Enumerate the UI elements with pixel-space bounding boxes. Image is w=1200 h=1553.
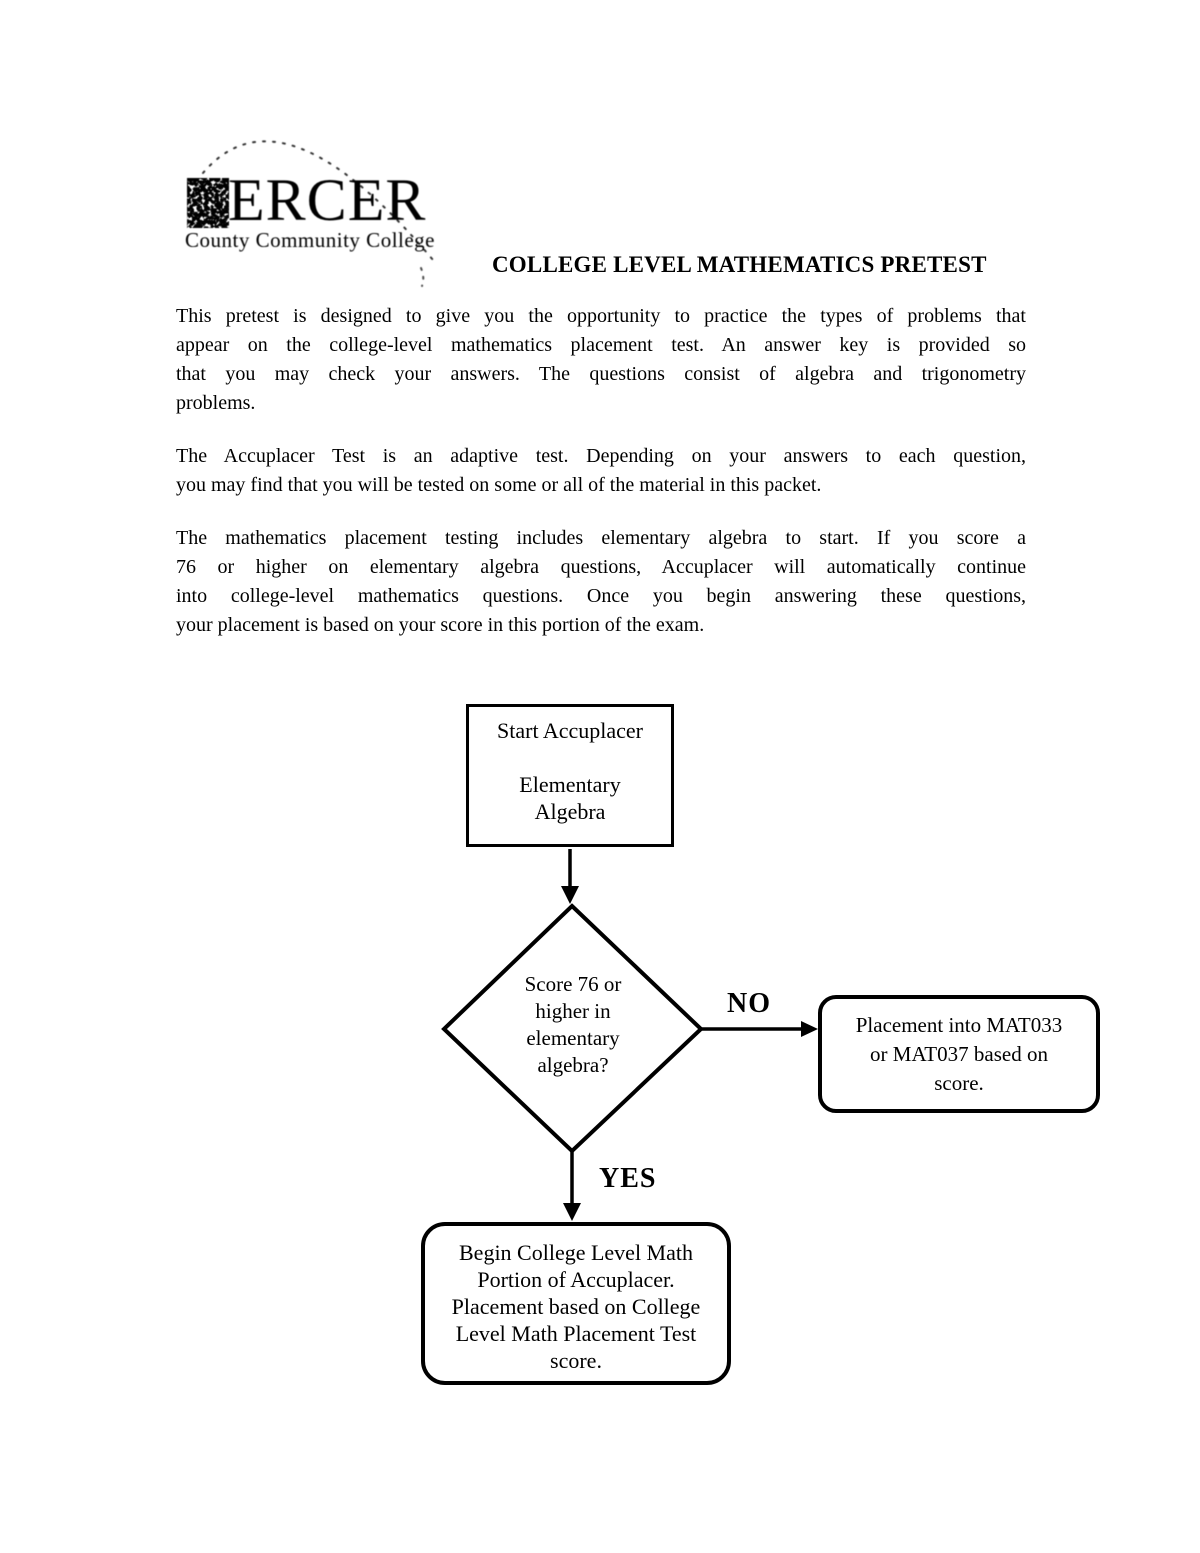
text-line: problems. bbox=[176, 392, 256, 414]
logo-college-name: County Community College bbox=[185, 228, 436, 252]
logo-wordmark: ERCER bbox=[228, 167, 427, 233]
text-line: Score 76 or bbox=[524, 972, 622, 996]
body-text: This pretest is designed to give you the… bbox=[176, 302, 1026, 664]
text-line: Algebra bbox=[534, 799, 606, 824]
text-line: your placement is based on your score in… bbox=[176, 614, 705, 636]
flow-no-node: Placement into MAT033 or MAT037 based on s… bbox=[818, 995, 1100, 1113]
logo-arc-tail bbox=[420, 267, 425, 287]
text-line: elementary bbox=[526, 1026, 620, 1050]
text-line: This pretest is designed to give you the… bbox=[176, 305, 1026, 327]
arrow-down-icon bbox=[561, 886, 579, 904]
decision-diamond-shape bbox=[441, 903, 704, 1154]
text-line: algebra? bbox=[537, 1053, 609, 1077]
text-line: Portion of Accuplacer. bbox=[477, 1267, 675, 1292]
text-line: that you may check your answers. The que… bbox=[176, 363, 1026, 385]
dotted-arc-icon bbox=[202, 140, 434, 287]
paragraph-adaptive-test: The Accuplacer Test is an adaptive test.… bbox=[176, 442, 1026, 500]
text-line: 76 or higher on elementary algebra quest… bbox=[176, 556, 1026, 578]
paragraph-intro: This pretest is designed to give you the… bbox=[176, 302, 1026, 418]
text-line: Begin College Level Math bbox=[459, 1240, 693, 1265]
text-line: you may find that you will be tested on … bbox=[176, 474, 822, 496]
arrow-down-icon bbox=[563, 1203, 581, 1221]
page-title: COLLEGE LEVEL MATHEMATICS PRETEST bbox=[492, 252, 987, 277]
flow-decision-text: Score 76 or higher in elementary algebra? bbox=[447, 971, 699, 1079]
text-line: or MAT037 based on bbox=[870, 1042, 1048, 1066]
text-line: The mathematics placement testing includ… bbox=[176, 527, 1026, 549]
text-line: score. bbox=[550, 1348, 602, 1373]
no-branch-label: NO bbox=[727, 988, 771, 1019]
yes-branch-label: YES bbox=[599, 1163, 657, 1194]
text-line: Placement based on College bbox=[451, 1294, 701, 1319]
text-line: Elementary bbox=[519, 772, 621, 797]
text-line: The Accuplacer Test is an adaptive test.… bbox=[176, 445, 1026, 467]
text-line: Placement into MAT033 bbox=[855, 1013, 1063, 1037]
paragraph-placement: The mathematics placement testing includ… bbox=[176, 524, 1026, 640]
textured-m-block-icon bbox=[187, 178, 229, 228]
text-line: Level Math Placement Test bbox=[455, 1321, 697, 1346]
text-line bbox=[469, 744, 671, 771]
m-block-texture bbox=[187, 178, 229, 228]
text-line: appear on the college-level mathematics … bbox=[176, 334, 1026, 356]
text-line: score. bbox=[934, 1071, 984, 1095]
logo-arc-path bbox=[202, 140, 434, 261]
text-line: into college-level mathematics questions… bbox=[176, 585, 1026, 607]
text-line: Start Accuplacer bbox=[497, 718, 643, 743]
arrow-right-icon bbox=[801, 1021, 818, 1037]
college-logo: ERCER County Community College bbox=[183, 140, 457, 298]
text-line: higher in bbox=[535, 999, 611, 1023]
